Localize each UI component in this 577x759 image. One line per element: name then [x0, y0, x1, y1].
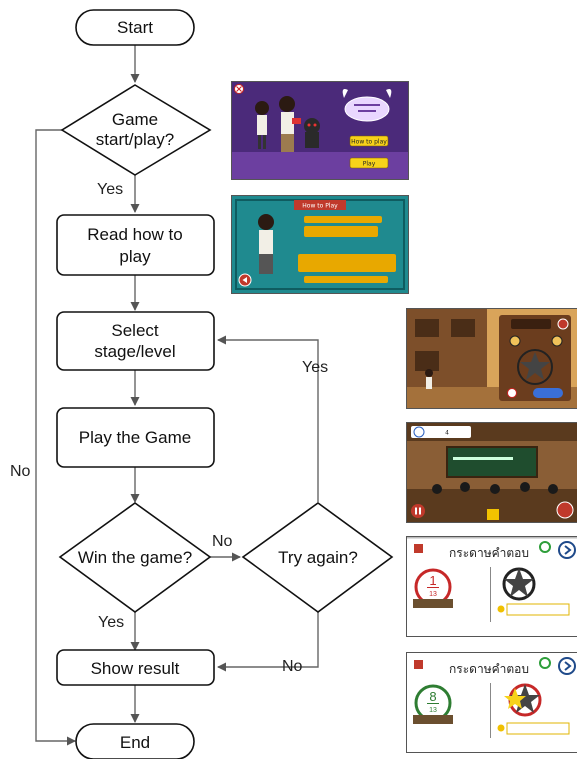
replay-icon[interactable]: [539, 541, 551, 553]
score-box: [411, 426, 471, 438]
logo-badge-icon: [414, 544, 423, 553]
game-start-no-label: No: [10, 463, 31, 480]
read-how-to-play-node: [56, 214, 215, 276]
boy-character-icon: [279, 96, 301, 152]
start-label: Start: [117, 18, 153, 37]
stage-option-1[interactable]: [509, 335, 521, 347]
select-stage-label-line2: stage/level: [94, 342, 175, 361]
gold-star-badge-icon: [504, 683, 542, 717]
grey-star-badge-icon: [502, 567, 536, 601]
game-start-label-line2: start/play?: [96, 130, 174, 149]
instruction-line-2: [304, 226, 378, 237]
girl-character-icon: [255, 101, 269, 149]
edge-try-no-to-result: [217, 612, 319, 672]
start-node: [75, 9, 195, 46]
student-character-icon: [425, 369, 433, 389]
how-to-play-title-banner: [294, 200, 346, 210]
stage-title-tag: [511, 319, 551, 329]
result-fail-title: กระดาษคำตอบ: [449, 546, 529, 560]
win-denominator: 13: [429, 707, 437, 714]
read-how-label-line1: Read how to: [87, 225, 182, 244]
game-start-label-line1: Game: [112, 110, 158, 129]
flow-node-labels: Start Game start/play? Read how to play …: [78, 18, 358, 752]
end-label: End: [120, 733, 150, 752]
win-label: Win the game?: [78, 548, 192, 567]
game-start-decision: [60, 84, 212, 176]
edge-game-no-to-end: [35, 129, 76, 746]
next-button[interactable]: [558, 541, 576, 559]
star-badge-icon: [517, 349, 553, 385]
students-icon: [432, 482, 558, 494]
confirm-button[interactable]: [533, 388, 563, 398]
try-again-decision: [241, 502, 394, 613]
stage-option-2[interactable]: [551, 335, 563, 347]
play-game-node: [56, 407, 215, 468]
try-again-yes-label: Yes: [302, 359, 328, 376]
select-stage-node: [56, 311, 215, 371]
win-numerator: 8: [429, 689, 436, 704]
show-result-label: Show result: [91, 659, 180, 678]
flow-nodes: [56, 9, 394, 759]
read-how-label-line2: play: [119, 247, 151, 266]
how-to-play-thumbnail: How to Play: [231, 195, 409, 294]
instruction-line-1: [304, 216, 382, 223]
flow-edges: [35, 45, 319, 746]
result-win-thumbnail: กระดาษคำตอบ 8 13: [406, 652, 577, 753]
win-decision: [58, 502, 212, 613]
fail-message-box: [506, 603, 570, 616]
show-result-node: [56, 649, 215, 686]
option-wheel-button[interactable]: [556, 501, 574, 519]
how-to-play-button[interactable]: [349, 135, 389, 147]
demon-character-icon: [304, 118, 320, 148]
play-button[interactable]: [349, 157, 389, 169]
logo-badge-icon: [414, 660, 423, 669]
win-yes-label: Yes: [98, 614, 124, 631]
cancel-button[interactable]: [507, 388, 517, 398]
game-start-yes-label: Yes: [97, 181, 123, 198]
instruction-line-4: [304, 276, 388, 283]
select-stage-label-line1: Select: [111, 321, 159, 340]
result-fail-thumbnail: กระดาษคำตอบ 1 13: [406, 536, 577, 637]
how-to-play-title: How to Play: [302, 203, 338, 210]
edge-try-yes-to-select: [217, 335, 319, 502]
end-node: [75, 723, 195, 759]
classroom-counter: 4: [445, 430, 449, 437]
stage-select-thumbnail: [406, 308, 577, 409]
title-screen-thumbnail: How to play Play: [231, 81, 409, 180]
fail-numerator: 1: [429, 573, 436, 588]
instruction-line-3: [298, 254, 396, 272]
win-message-box: [506, 722, 570, 735]
answer-tile-1[interactable]: [487, 509, 499, 520]
game-logo: [342, 89, 392, 122]
win-ribbon: [413, 715, 453, 724]
try-again-no-label: No: [282, 658, 303, 675]
how-to-play-button-label: How to play: [351, 139, 387, 146]
try-again-label: Try again?: [278, 548, 358, 567]
result-win-title: กระดาษคำตอบ: [449, 662, 529, 676]
replay-icon[interactable]: [539, 657, 551, 669]
flow-edge-labels: Yes No No Yes Yes No: [10, 181, 328, 675]
play-game-label: Play the Game: [79, 428, 191, 447]
next-button[interactable]: [558, 657, 576, 675]
fail-ribbon: [413, 599, 453, 608]
classroom-gameplay-thumbnail: 4: [406, 422, 577, 523]
fraction-indicator: [413, 426, 425, 438]
help-button[interactable]: [557, 318, 569, 330]
play-button-label: Play: [363, 161, 376, 168]
win-no-label: No: [212, 533, 233, 550]
teacher-character-icon: [258, 214, 274, 274]
pause-button[interactable]: [411, 504, 425, 518]
fail-denominator: 13: [429, 591, 437, 598]
chalkboard: [446, 446, 538, 478]
